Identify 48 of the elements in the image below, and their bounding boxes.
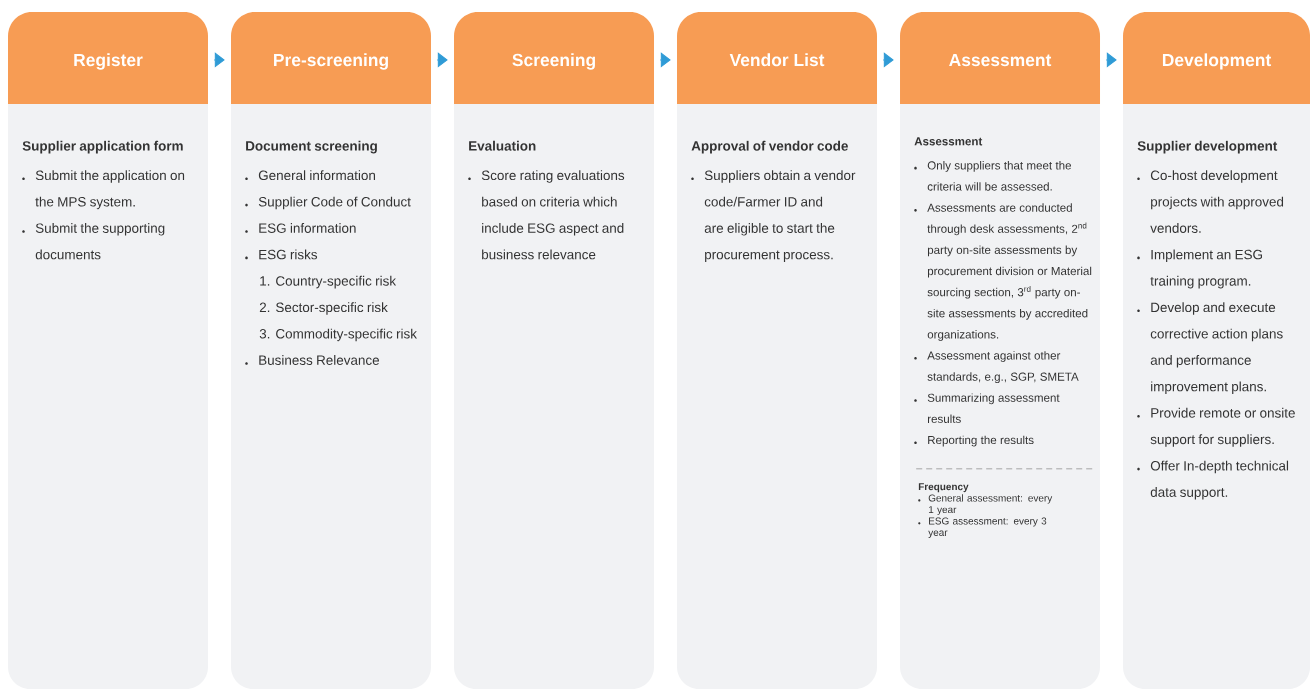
bullet-item: Suppliers obtain a vendor code/Farmer ID and are eligible to start the procurement process. (704, 170, 856, 262)
arrow (213, 52, 225, 68)
bullet-item: Business Relevance (259, 355, 380, 365)
numbered-item: 3. Commodity-specific risk (259, 328, 417, 342)
step-card (231, 12, 431, 689)
arrow (1105, 52, 1117, 68)
step-card (454, 12, 654, 689)
note-item: ESG assessment: every 3 year (928, 517, 1047, 538)
bullet-item: Assessments are conducted through desk assessments, 2$^{nd}$ party on-site assessments by procurement division or Material sourcing section, 3$^{rd}$ party on-site assessments by accredited organizations. (927, 203, 1092, 341)
step-title: Assessment (949, 54, 1052, 67)
bullet-item: Score rating evaluations based on criteria which include ESG aspect and business relevance (481, 170, 625, 260)
bullet-item: Only suppliers that meet the criteria will be assessed. (927, 161, 1071, 191)
bullet-item: Offer In-depth technical data support. (1150, 460, 1289, 500)
bullet-item: Submit the supporting documents (35, 223, 165, 260)
bullet-item: Co-host development projects with approved vendors. (1150, 170, 1284, 233)
bullet-item: Reporting the results (928, 435, 1034, 447)
section-heading: Evaluation (469, 140, 536, 151)
numbered-item: 2. Sector-specific risk (259, 302, 388, 315)
arrow (659, 52, 671, 68)
bullet-item: ESG risks (259, 249, 318, 260)
step-title: Vendor List (729, 53, 825, 67)
section-heading: Assessment (914, 137, 983, 146)
bullet-item: Supplier Code of Conduct (258, 196, 411, 210)
bullet-item: Submit the application on the MPS system. (35, 170, 185, 210)
step-title: Development (1162, 53, 1272, 70)
bullet-item: Provide remote or onsite support for suppliers. (1150, 407, 1295, 447)
step-card (8, 12, 208, 689)
bullet-item: Summarizing assessment results (927, 393, 1060, 423)
numbered-item: 1. Country-specific risk (260, 275, 397, 289)
note-heading: Frequency (918, 483, 969, 493)
section-heading: Supplier development (1137, 140, 1278, 154)
section-heading: Document screening (246, 140, 377, 154)
section-heading: Approval of vendor code (691, 140, 848, 154)
arrow (882, 52, 894, 68)
step-card (677, 12, 877, 689)
arrow (436, 52, 448, 68)
bullet-item: General information (258, 170, 375, 181)
bullet-item: Implement an ESG training program. (1150, 249, 1262, 289)
bullet-item: ESG information (259, 223, 356, 233)
bullet-item: Assessment against other standards, e.g., SGP, SMETA (927, 351, 1079, 384)
bullet-item: Develop and execute corrective action plans and performance improvement plans. (1150, 302, 1283, 394)
step-card (900, 12, 1100, 689)
step-title: Pre-screening (274, 53, 388, 70)
step-title: Register (74, 53, 143, 70)
step-title: Screening (512, 53, 595, 70)
section-heading: Supplier application form (22, 140, 183, 154)
note-item: General assessment: every 1 year (928, 494, 1053, 516)
step-card (1123, 12, 1310, 689)
